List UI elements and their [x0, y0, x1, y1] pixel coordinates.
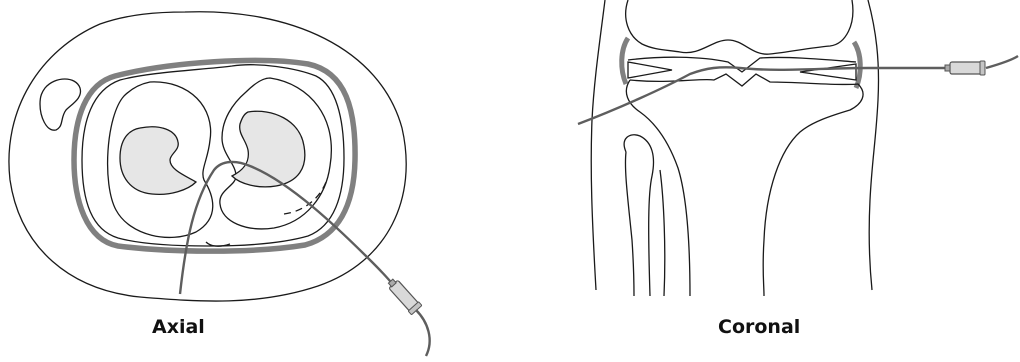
coronal-meniscus-right	[800, 64, 856, 80]
coronal-meniscus-left	[628, 62, 672, 78]
coronal-femur	[626, 0, 853, 54]
coronal-caption: Coronal	[718, 316, 800, 338]
coronal-fibula-edge	[660, 170, 665, 296]
coronal-capsule-right	[854, 42, 860, 88]
coronal-tibia-left-edge	[626, 80, 690, 296]
coronal-tubing	[986, 56, 1018, 68]
coronal-skin-right	[868, 0, 879, 290]
axial-skin-outline	[9, 12, 406, 301]
coronal-capsule-left	[622, 38, 628, 84]
coronal-skin-left	[591, 0, 605, 290]
coronal-syringe-hub-icon	[945, 61, 985, 75]
coronal-needle-path	[578, 67, 948, 124]
axial-patella	[40, 79, 81, 130]
coronal-fibula	[624, 135, 653, 296]
coronal-fibula-inner	[625, 152, 634, 296]
axial-tubing	[416, 310, 430, 356]
axial-caption: Axial	[152, 316, 205, 338]
axial-syringe-hub-icon	[385, 276, 422, 314]
coronal-view	[578, 0, 1018, 296]
axial-view	[9, 12, 430, 356]
